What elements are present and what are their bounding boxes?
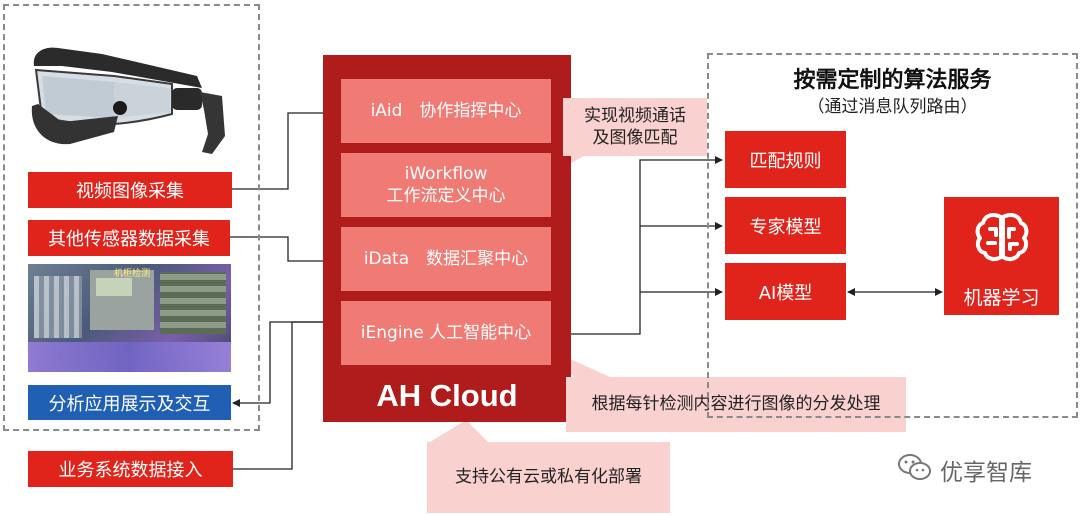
dispatch-callout: 根据每针检测内容进行图像的分发处理: [566, 377, 906, 432]
photo-overlay-label: 机柜检测: [114, 269, 151, 279]
analysis-display-label: 分析应用展示及交互: [28, 385, 231, 420]
ai-model-box: AI模型: [725, 263, 846, 320]
watermark-text: 优享智库: [940, 460, 1032, 486]
ar-glasses-image: [31, 47, 225, 154]
deploy-callout: 支持公有云或私有化部署: [427, 442, 670, 513]
idata-label: iData 数据汇聚中心: [363, 248, 529, 269]
iengine-label: iEngine 人工智能中心: [360, 322, 532, 343]
match-rules-box: 匹配规则: [725, 131, 846, 188]
expert-model-box: 专家模型: [725, 197, 846, 254]
video-callout: 实现视频通话 及图像匹配: [563, 98, 707, 156]
algorithm-subtitle: （通过消息队列路由）: [807, 97, 978, 117]
video-callout-line1: 实现视频通话: [584, 105, 686, 126]
iworkflow-label-line2: 工作流定义中心: [386, 186, 506, 206]
wechat-icon: [898, 454, 931, 480]
algorithm-title: 按需定制的算法服务: [793, 68, 992, 93]
idata-center: iData 数据汇聚中心: [341, 227, 551, 291]
iaid-label: iAid 协作指挥中心: [370, 100, 522, 121]
sensor-capture-label: 其他传感器数据采集: [28, 220, 230, 256]
cabinet-photo: 机柜检测: [28, 264, 231, 372]
iengine-center: iEngine 人工智能中心: [341, 301, 551, 365]
video-capture-label: 视频图像采集: [28, 172, 232, 208]
algorithm-panel: [707, 53, 1078, 418]
machine-learning-label: 机器学习: [963, 287, 1040, 309]
iaid-center: iAid 协作指挥中心: [341, 79, 551, 143]
iworkflow-label-line1: iWorkflow: [404, 163, 488, 184]
machine-learning-box: 机器学习: [944, 197, 1059, 315]
video-callout-line2: 及图像匹配: [592, 128, 678, 148]
brain-icon: [975, 213, 1029, 262]
iworkflow-center: iWorkflow 工作流定义中心: [341, 153, 551, 217]
device-panel: [3, 4, 260, 431]
business-input-label: 业务系统数据接入: [28, 451, 233, 487]
cloud-title: AH Cloud: [376, 378, 518, 413]
